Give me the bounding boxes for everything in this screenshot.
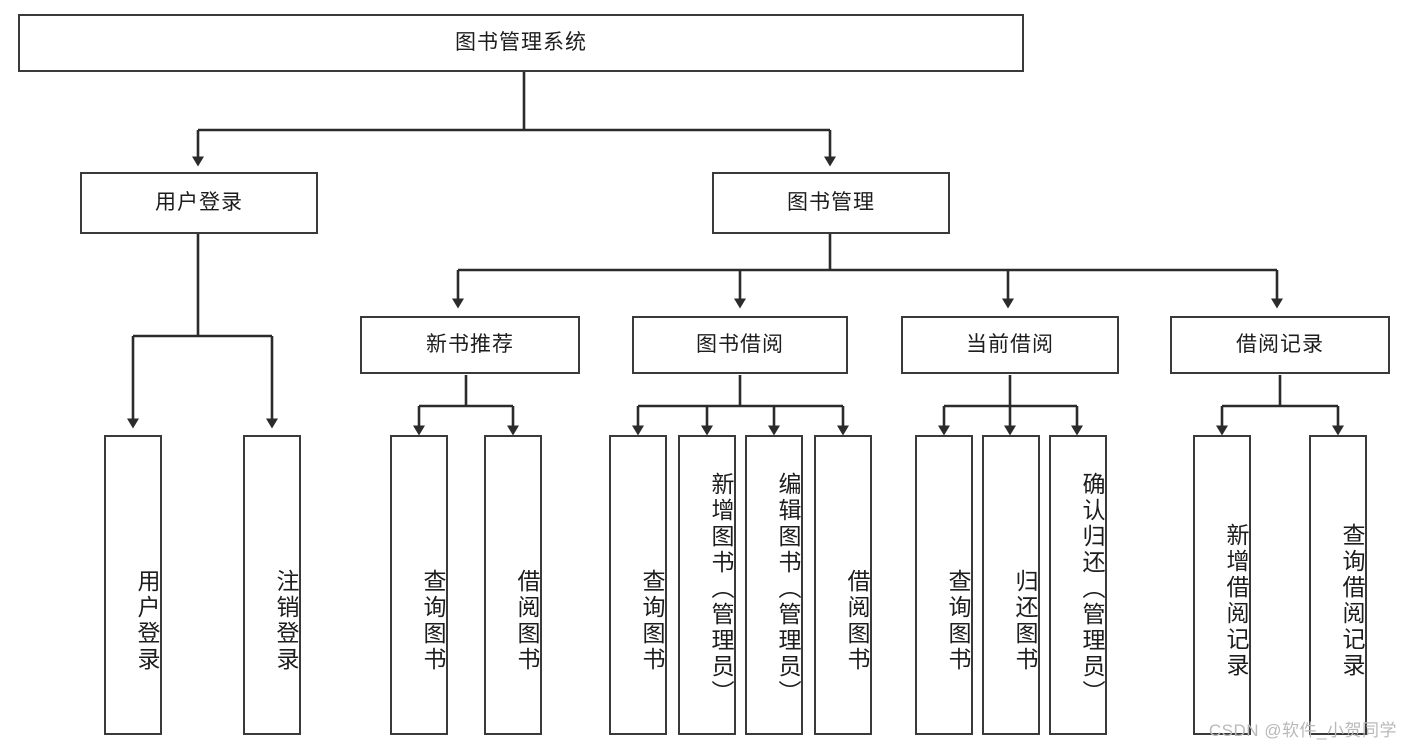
leaf-add-book-admin[interactable]: 新增图书（管理员）: [678, 435, 736, 735]
node-label: 查询图书: [420, 569, 446, 673]
node-label: 新书推荐: [426, 332, 514, 356]
node-label: 新增图书（管理员）: [708, 472, 734, 706]
node-current-borrow[interactable]: 当前借阅: [901, 316, 1119, 374]
leaf-query-borrow-record[interactable]: 查询借阅记录: [1309, 435, 1367, 735]
leaf-borrow-book-recommend[interactable]: 借阅图书: [484, 435, 542, 735]
leaf-return-book[interactable]: 归还图书: [982, 435, 1040, 735]
node-label: 图书借阅: [696, 332, 784, 356]
node-user-login[interactable]: 用户登录: [80, 172, 318, 234]
leaf-confirm-return-admin[interactable]: 确认归还（管理员）: [1049, 435, 1107, 735]
node-label: 借阅图书: [844, 569, 870, 673]
node-book-borrow[interactable]: 图书借阅: [632, 316, 848, 374]
node-label: 新增借阅记录: [1223, 523, 1249, 679]
node-label: 当前借阅: [966, 332, 1054, 356]
node-label: 查询借阅记录: [1339, 523, 1365, 679]
watermark-text: CSDN @软件_小贺同学: [1208, 721, 1397, 740]
leaf-query-book-current[interactable]: 查询图书: [915, 435, 973, 735]
leaf-query-book-recommend[interactable]: 查询图书: [390, 435, 448, 735]
node-label: 归还图书: [1012, 569, 1038, 673]
node-label: 图书管理: [787, 190, 875, 214]
node-label: 借阅记录: [1236, 332, 1324, 356]
leaf-add-borrow-record[interactable]: 新增借阅记录: [1193, 435, 1251, 735]
leaf-query-book-borrow[interactable]: 查询图书: [609, 435, 667, 735]
leaf-borrow-book[interactable]: 借阅图书: [814, 435, 872, 735]
node-new-book-recommend[interactable]: 新书推荐: [360, 316, 580, 374]
node-borrow-record[interactable]: 借阅记录: [1170, 316, 1390, 374]
node-label: 用户登录: [155, 190, 243, 214]
node-label: 借阅图书: [514, 569, 540, 673]
node-label: 查询图书: [639, 569, 665, 673]
node-root-system[interactable]: 图书管理系统: [18, 14, 1024, 72]
node-label: 编辑图书（管理员）: [775, 472, 801, 706]
node-label: 用户登录: [134, 569, 160, 673]
node-label: 图书管理系统: [455, 30, 587, 54]
node-label: 查询图书: [945, 569, 971, 673]
node-book-management[interactable]: 图书管理: [712, 172, 950, 234]
leaf-logout[interactable]: 注销登录: [243, 435, 301, 735]
node-label: 注销登录: [273, 569, 299, 673]
leaf-user-login[interactable]: 用户登录: [104, 435, 162, 735]
leaf-edit-book-admin[interactable]: 编辑图书（管理员）: [745, 435, 803, 735]
node-label: 确认归还（管理员）: [1079, 472, 1105, 706]
